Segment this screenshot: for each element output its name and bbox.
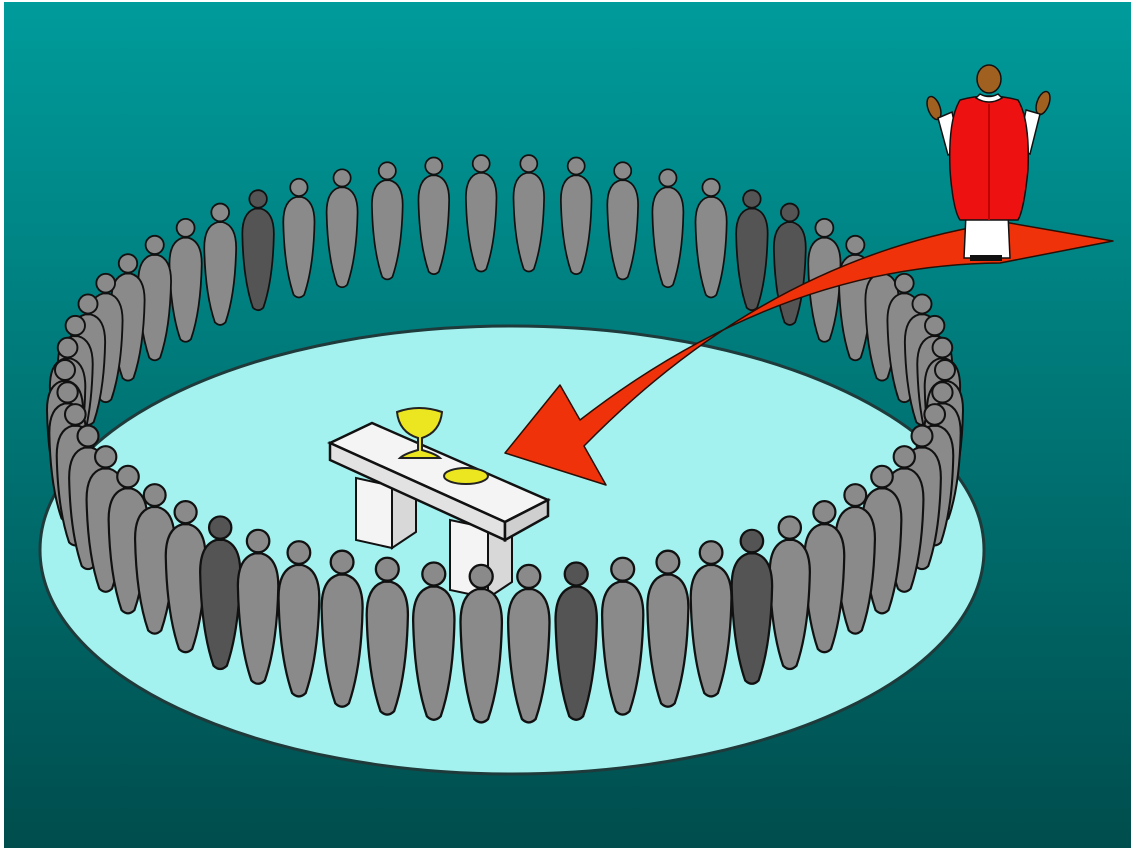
person-figure-icon — [465, 154, 498, 273]
person-figure-icon — [320, 549, 364, 708]
person-figure-icon — [768, 515, 811, 671]
person-figure-icon — [606, 161, 639, 281]
person-figure-icon — [371, 161, 404, 281]
person-figure-icon — [512, 154, 545, 273]
person-figure-icon — [506, 563, 551, 724]
person-figure-icon — [646, 549, 690, 708]
person-figure-icon — [203, 202, 238, 326]
chalice-icon — [395, 407, 444, 459]
person-figure-icon — [689, 540, 733, 698]
person-figure-icon — [199, 515, 242, 671]
person-figure-icon — [277, 540, 321, 698]
person-figure-icon — [651, 168, 685, 289]
paten-icon — [443, 467, 489, 485]
person-figure-icon — [600, 556, 645, 716]
person-figure-icon — [365, 556, 410, 716]
altar-table-icon — [327, 407, 551, 600]
person-figure-icon — [694, 177, 728, 299]
curved-arrow-icon — [504, 221, 1114, 486]
person-figure-icon — [554, 561, 599, 721]
person-figure-icon — [411, 561, 456, 721]
person-figure-icon — [241, 189, 275, 312]
person-figure-icon — [735, 189, 769, 312]
person-figure-icon — [560, 156, 593, 276]
person-figure-icon — [803, 500, 846, 654]
person-figure-icon — [168, 217, 203, 343]
person-figure-icon — [459, 563, 504, 724]
priest-figure-icon — [926, 64, 1051, 261]
person-figure-icon — [417, 156, 450, 276]
person-figure-icon — [236, 528, 280, 685]
person-figure-icon — [164, 500, 207, 654]
congregation-front-row — [45, 359, 965, 724]
person-figure-icon — [325, 168, 359, 289]
person-figure-icon — [282, 177, 316, 299]
